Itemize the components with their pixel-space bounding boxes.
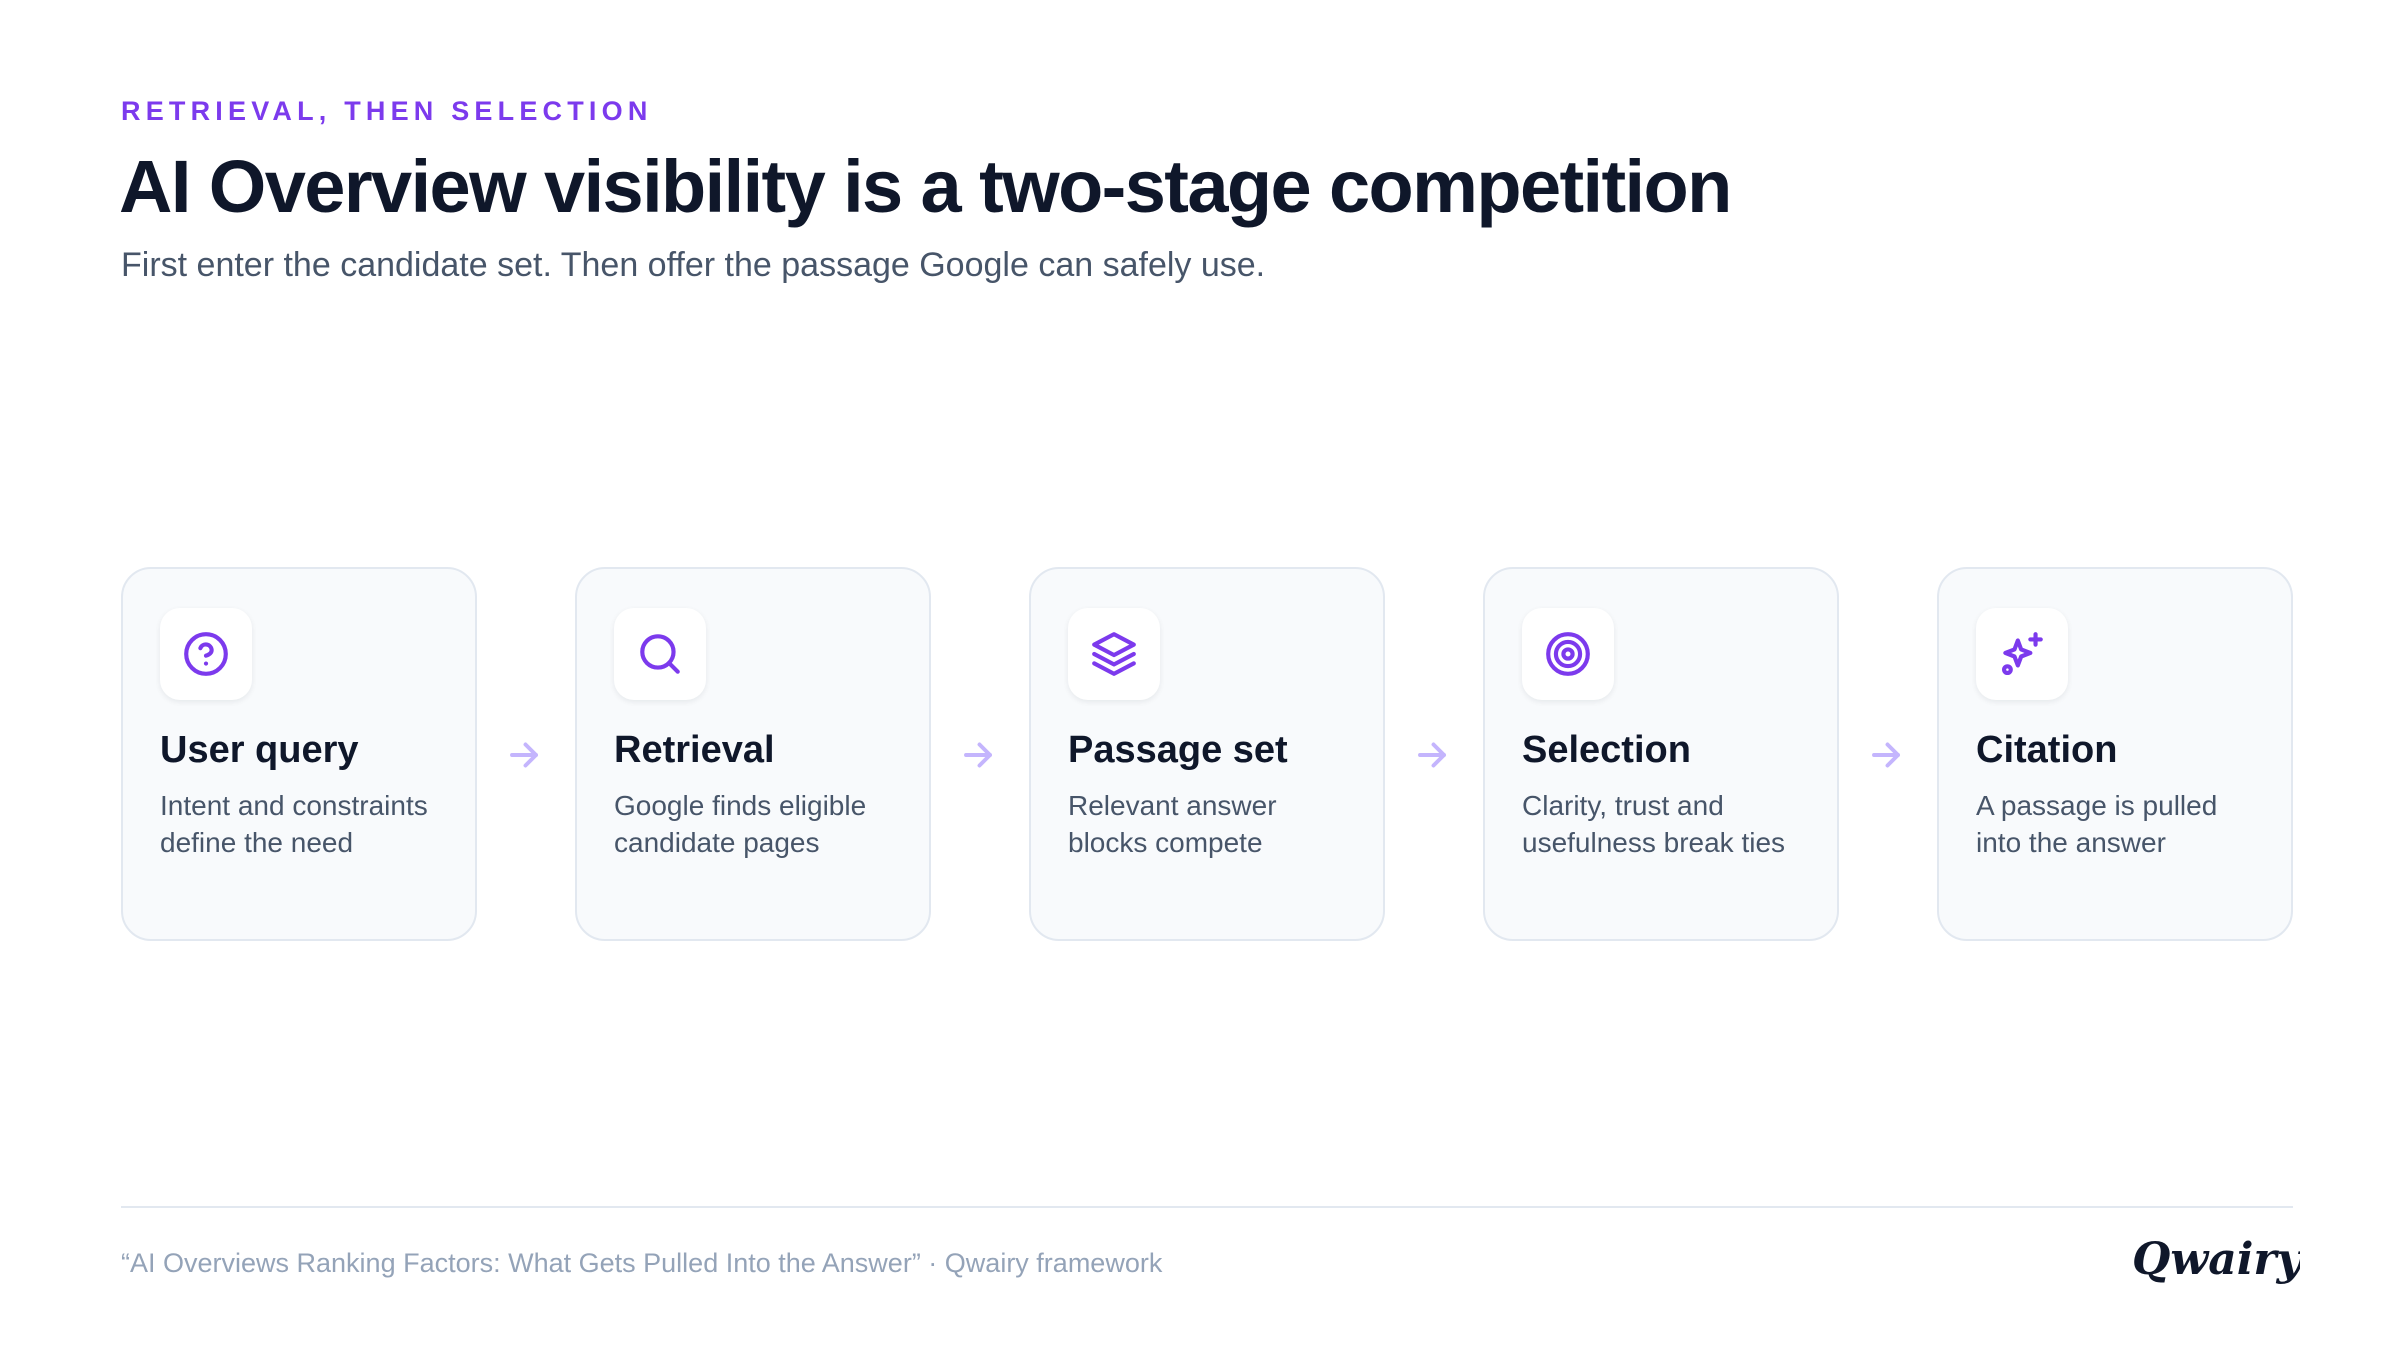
arrow-right-icon [1868,737,1904,773]
step-icon-box [160,608,252,700]
step-title: User query [160,729,359,771]
source-citation: “AI Overviews Ranking Factors: What Gets… [121,1248,1163,1278]
step-card-user-query: User query Intent and constraints define… [121,567,477,941]
search-icon [640,634,680,674]
step-description: Google finds eligible candidate pages [614,790,867,858]
step-title: Selection [1522,729,1691,771]
step-card-retrieval: Retrieval Google finds eligible candidat… [575,567,931,941]
step-icon-box [1522,608,1614,700]
step-title: Passage set [1068,729,1288,771]
question-circle-icon [184,632,228,676]
step-icon-box [1068,608,1160,700]
svg-text:Qwairy: Qwairy [2132,1234,2300,1285]
step-card-citation: Citation A passage is pulled into the an… [1937,567,2293,941]
eyebrow: RETRIEVAL, THEN SELECTION [121,96,653,126]
step-card-selection: Selection Clarity, trust and usefulness … [1483,567,1839,941]
footer-divider [121,1206,2293,1208]
arrow-right-icon [506,737,542,773]
arrow-right-icon [960,737,996,773]
page-title: AI Overview visibility is a two-stage co… [119,145,1732,228]
page-subtitle: First enter the candidate set. Then offe… [121,246,1266,284]
step-icon-box [1976,608,2068,700]
step-description: Relevant answer blocks compete [1068,790,1277,858]
step-card-passage-set: Passage set Relevant answer blocks compe… [1029,567,1385,941]
step-title: Retrieval [614,729,775,771]
target-icon [1546,632,1590,676]
step-title: Citation [1976,729,2118,771]
step-description: A passage is pulled into the answer [1976,790,2218,858]
arrow-right-icon [1414,737,1450,773]
layers-icon [1092,632,1136,676]
step-description: Intent and constraints define the need [160,790,428,858]
qwairy-logo: Qwairy [2132,1234,2300,1285]
step-description: Clarity, trust and usefulness break ties [1522,790,1786,858]
step-icon-box [614,608,706,700]
sparkles-icon [2002,632,2043,676]
process-flow: User query Intent and constraints define… [121,567,2293,941]
